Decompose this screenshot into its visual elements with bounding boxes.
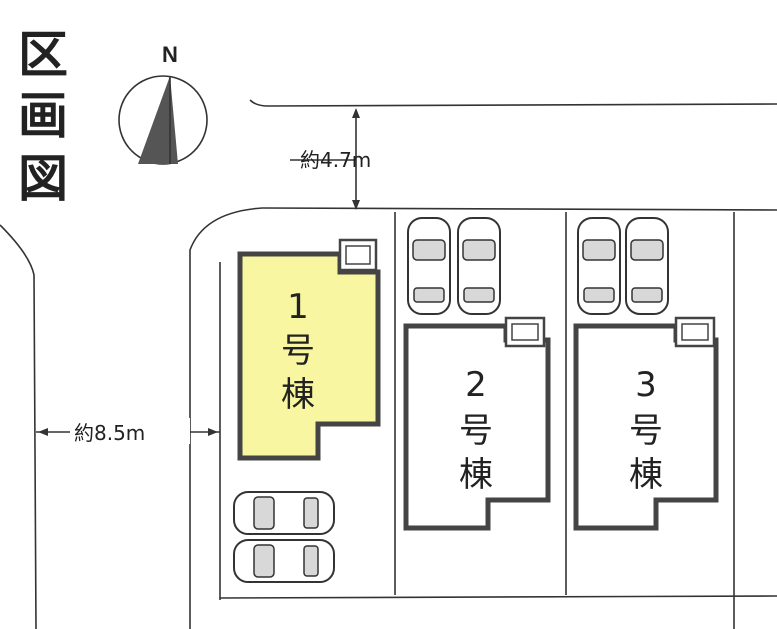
- car-icon: [233, 539, 335, 583]
- lot-3-char-2: 棟: [629, 455, 663, 495]
- lot-2-char-1: 号: [459, 411, 493, 451]
- car-icon: [625, 217, 669, 315]
- lot-1-house: 1 号 棟: [237, 238, 381, 461]
- title-char-3: 図: [18, 150, 68, 208]
- parking-lot-2: [407, 217, 501, 315]
- compass-label: N: [162, 42, 178, 67]
- lot-3-number: 3: [635, 365, 657, 405]
- dimension-road-left: 約8.5m: [36, 418, 220, 445]
- car-icon: [457, 217, 501, 315]
- dimension-label-top: 約4.7m: [300, 148, 371, 172]
- lot-2-number: 2: [465, 365, 487, 405]
- parking-lot-3: [577, 217, 669, 315]
- lot-1-char-1: 号: [281, 331, 315, 371]
- dimension-label-left: 約8.5m: [74, 421, 145, 445]
- car-icon: [233, 491, 335, 535]
- car-icon: [407, 217, 451, 315]
- lot-3-house: 3 号 棟: [573, 316, 719, 531]
- north-arrow-icon: N: [118, 42, 208, 165]
- car-icon: [577, 217, 621, 315]
- title-char-2: 画: [18, 87, 68, 145]
- page-title: 区 画 図: [18, 26, 68, 208]
- title-char-1: 区: [18, 26, 68, 84]
- parking-lot-1: [233, 491, 335, 583]
- dimension-road-top: 約4.7m: [290, 108, 371, 210]
- lot-2-house: 2 号 棟: [403, 316, 551, 531]
- lot-1-number: 1: [287, 287, 309, 327]
- lot-1-char-2: 棟: [281, 375, 315, 415]
- lot-3-char-1: 号: [629, 411, 663, 451]
- road-lines: [0, 99, 777, 629]
- lot-2-char-2: 棟: [459, 455, 493, 495]
